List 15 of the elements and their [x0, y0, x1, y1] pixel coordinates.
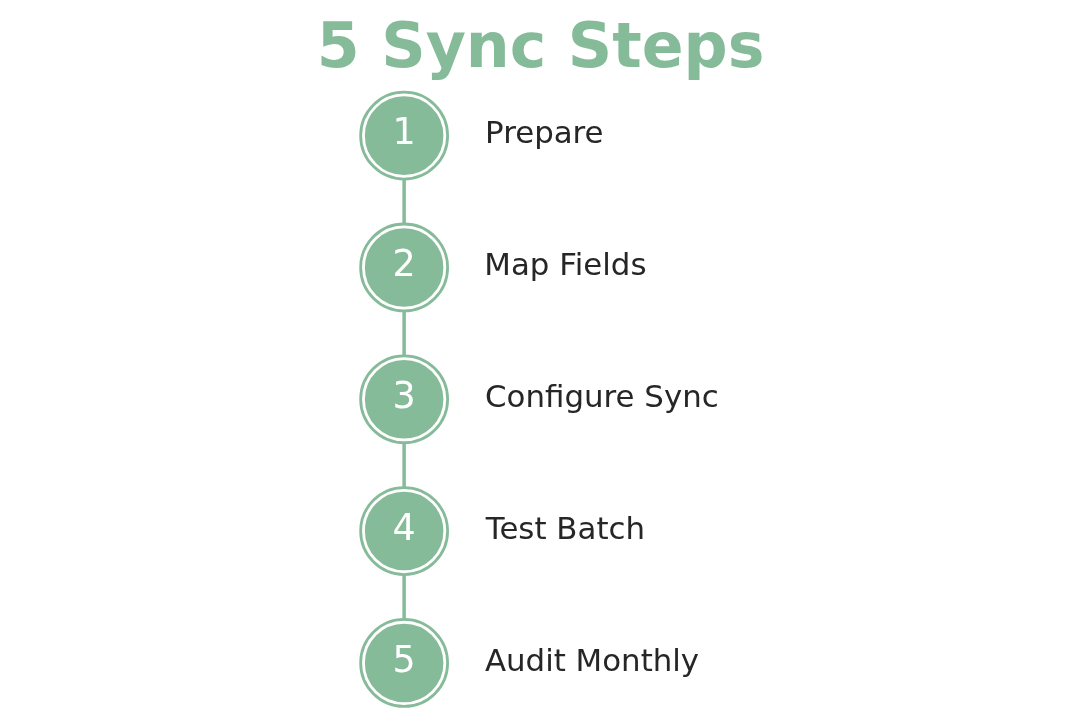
node-label: Map Fields [483, 246, 646, 283]
node-circle: 2 [358, 222, 449, 313]
node-circle: 3 [358, 354, 449, 445]
node-circle: 4 [358, 486, 449, 576]
connector [401, 311, 406, 356]
diagram-title: 5 Sync Steps [316, 10, 764, 83]
node-label: Configure Sync [484, 378, 719, 415]
node-label: Prepare [484, 114, 604, 151]
node-label: Test Batch [485, 509, 645, 546]
node-label: Audit Monthly [484, 641, 699, 678]
connector [401, 179, 406, 224]
connector [401, 442, 406, 488]
node-circle: 5 [358, 618, 449, 708]
node-circle: 1 [358, 90, 449, 181]
connector [401, 574, 406, 620]
